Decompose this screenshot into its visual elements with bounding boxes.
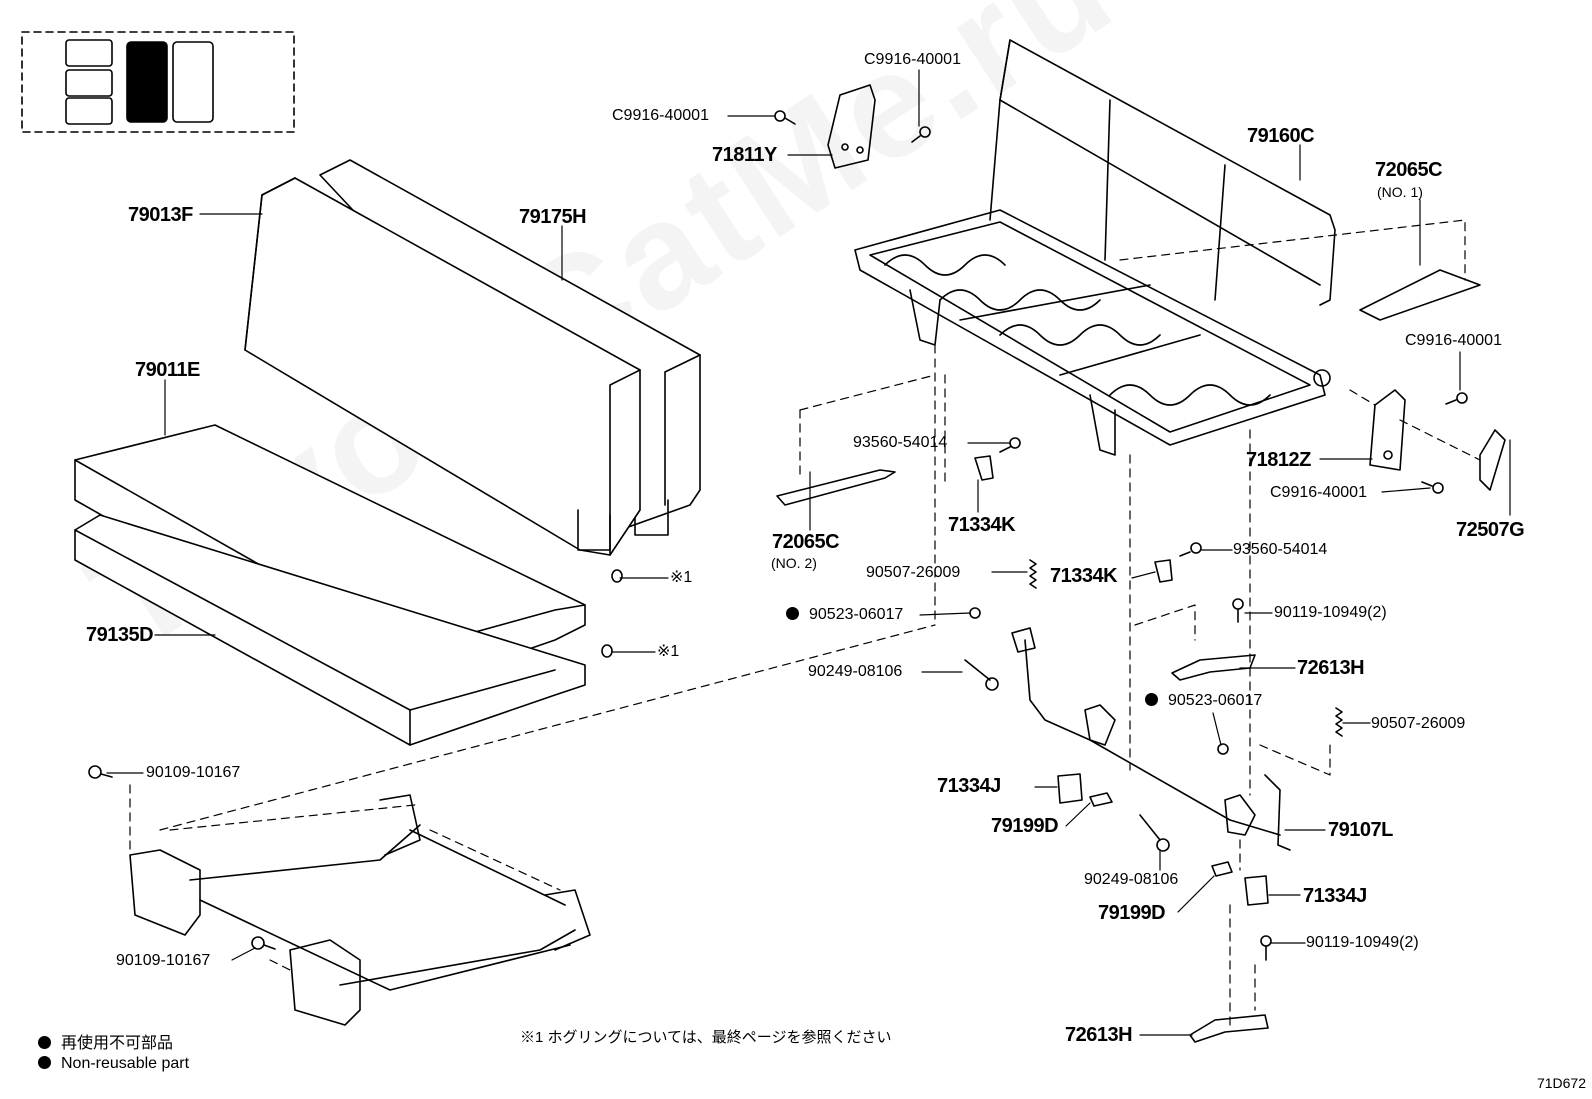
label-72065C-no2-sub: (NO. 2): [771, 555, 817, 571]
screw-icon: [88, 110, 1468, 961]
seat-locator-icon: [21, 31, 295, 133]
strap-72065C-no1: [1359, 269, 1481, 321]
label-71812Z: 71812Z: [1246, 449, 1311, 471]
e-ring-90523: [969, 607, 981, 619]
e-ring-90523: [1217, 743, 1229, 755]
label-72065C-no2: 72065C: [772, 531, 840, 553]
hog-ring-icon: [601, 644, 613, 658]
label-c9916-top: C9916-40001: [864, 51, 961, 68]
label-hogring-lower: ※1: [657, 643, 680, 660]
label-79175H: 79175H: [519, 206, 587, 228]
non-reusable-dot-icon: [786, 607, 799, 620]
label-90523-left: 90523-06017: [786, 607, 903, 623]
seat-rail-frame: [129, 794, 591, 1026]
label-71811Y: 71811Y: [712, 144, 777, 166]
clip-71334K: [974, 455, 994, 481]
guide-lines: [129, 219, 1481, 1031]
label-79011E: 79011E: [135, 359, 200, 381]
non-reusable-dot-icon: [1145, 693, 1158, 706]
non-reusable-dot-icon: [38, 1036, 51, 1049]
label-79160C: 79160C: [1247, 125, 1315, 147]
lock-rod-79107L: [1011, 627, 1291, 851]
label-72507G: 72507G: [1456, 519, 1525, 541]
hinge-cover-71812Z: [1369, 389, 1406, 471]
hinge-bracket-71811Y: [827, 84, 876, 169]
label-90109-lower: 90109-10167: [116, 952, 211, 969]
footnote: ※1 ホグリングについては、最終ページを参照ください: [520, 1029, 892, 1046]
bushing-71334J: [1057, 773, 1083, 804]
label-72613H-upper: 72613H: [1297, 657, 1365, 679]
label-90507-right: 90507-26009: [1371, 715, 1466, 732]
label-79135D: 79135D: [86, 624, 154, 646]
non-reusable-dot-icon: [38, 1056, 51, 1069]
label-72065C-no1: 72065C: [1375, 159, 1443, 181]
label-c9916-left: C9916-40001: [612, 107, 709, 124]
seat-frame-79160C: [854, 39, 1336, 456]
label-hogring-upper: ※1: [670, 569, 693, 586]
label-72613H-lower: 72613H: [1065, 1024, 1133, 1046]
label-93560-left: 93560-54014: [853, 434, 948, 451]
clip-79199D: [1089, 792, 1113, 807]
label-71334J-lower: 71334J: [1303, 885, 1367, 907]
label-93560-right: 93560-54014: [1233, 541, 1328, 558]
leader-lines: [106, 69, 1511, 1036]
label-90249-lower: 90249-08106: [1084, 871, 1179, 888]
label-c9916-right: C9916-40001: [1405, 332, 1502, 349]
label-79199D-lower: 79199D: [1098, 902, 1166, 924]
label-90119-upper: 90119-10949(2): [1274, 604, 1387, 621]
label-c9916-lower: C9916-40001: [1270, 484, 1367, 501]
clip-71334K: [1154, 559, 1173, 583]
label-90109-upper: 90109-10167: [146, 764, 241, 781]
label-90249-upper: 90249-08106: [808, 663, 903, 680]
label-79013F: 79013F: [128, 204, 193, 226]
label-79199D-upper: 79199D: [991, 815, 1059, 837]
label-90119-lower: 90119-10949(2): [1306, 934, 1419, 951]
bushing-71334J: [1244, 875, 1269, 906]
strap-72065C-no2: [776, 469, 896, 506]
cushion-79135D: [74, 514, 586, 746]
legend-jp: 再使用不可部品: [38, 1029, 173, 1053]
cover-72507G: [1479, 429, 1506, 491]
spring-90507: [1335, 707, 1343, 737]
pin-90249: [964, 659, 991, 681]
label-90507-left: 90507-26009: [866, 564, 961, 581]
seatback-79013F: [244, 177, 641, 556]
label-79107L: 79107L: [1328, 819, 1393, 841]
hog-ring-icon: [611, 569, 623, 583]
spring-90507: [1029, 559, 1037, 589]
diagram-code: 71D672: [1536, 1075, 1586, 1091]
label-71334K-right: 71334K: [1050, 565, 1118, 587]
clip-79199D: [1211, 861, 1233, 877]
pin-90249: [1139, 814, 1161, 841]
label-72065C-no1-sub: (NO. 1): [1377, 184, 1423, 200]
label-71334J-upper: 71334J: [937, 775, 1001, 797]
bracket-72613H: [1189, 1014, 1269, 1043]
label-90523-right: 90523-06017: [1145, 693, 1262, 709]
legend-en: Non-reusable part: [38, 1055, 189, 1073]
label-71334K-left: 71334K: [948, 514, 1016, 536]
